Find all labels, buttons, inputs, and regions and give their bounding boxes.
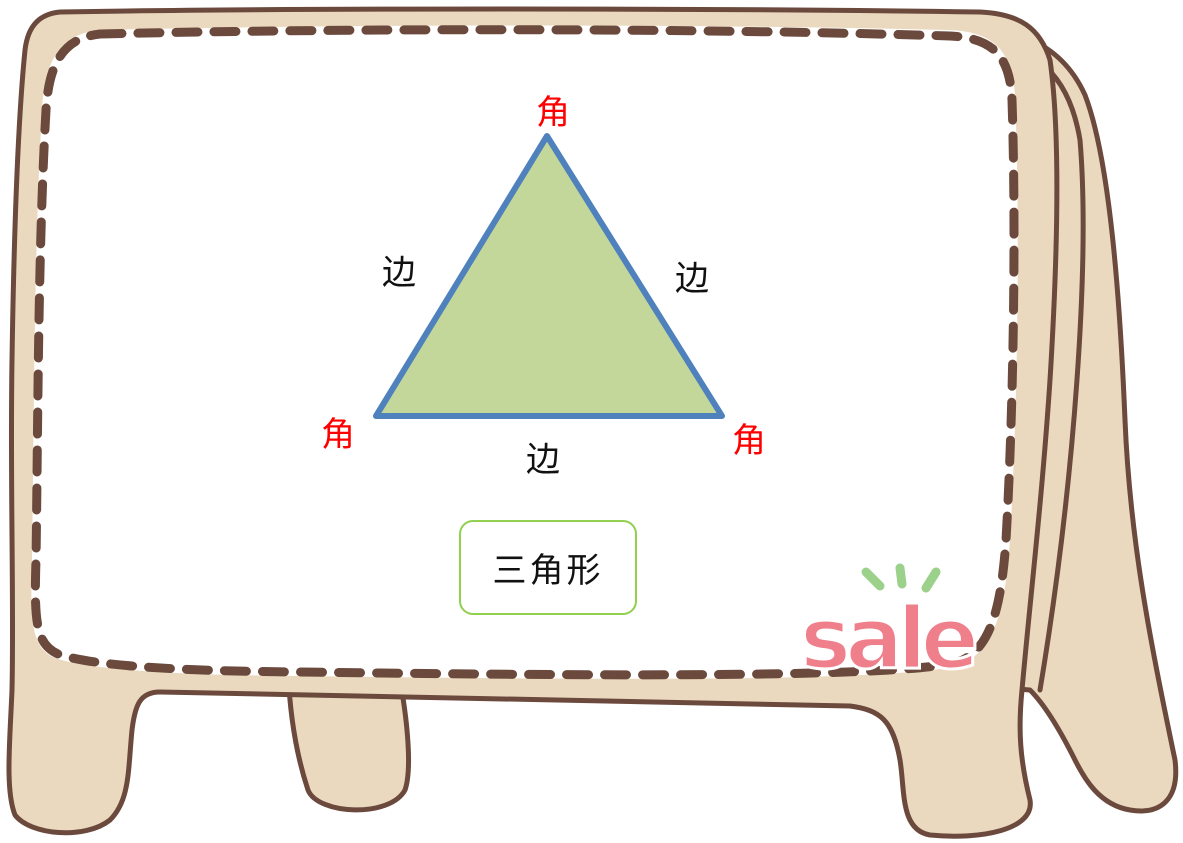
shape-name-label: 三角形 <box>492 551 604 591</box>
corner-label-bottom-right: 角 <box>732 421 766 461</box>
side-label-right: 边 <box>675 259 709 299</box>
shape-name-box: 三角形 <box>459 520 637 615</box>
corner-label-top: 角 <box>536 93 570 133</box>
corner-label-bottom-left: 角 <box>321 415 355 455</box>
easel-middle-leg <box>285 667 412 813</box>
sale-sticker-text: sale <box>800 589 976 689</box>
sale-sticker: sale <box>799 563 983 691</box>
side-label-left: 边 <box>382 253 416 293</box>
triangle-shape <box>373 133 725 419</box>
board-dashed-stitch <box>30 25 1019 680</box>
side-label-bottom: 边 <box>526 440 560 480</box>
